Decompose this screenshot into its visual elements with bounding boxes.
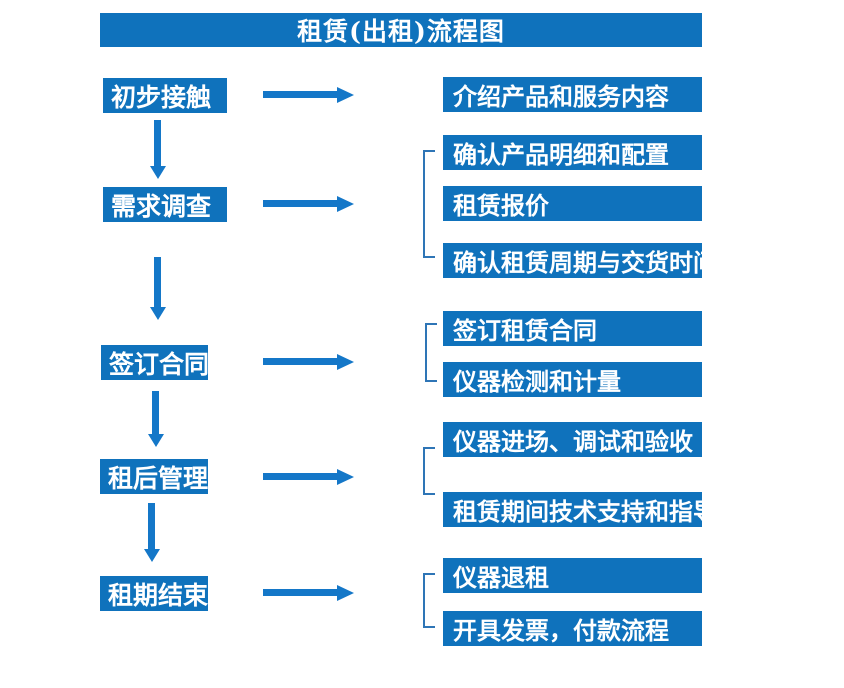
detail-box: 仪器退租	[443, 558, 702, 593]
group-bracket	[423, 447, 435, 495]
step-label: 需求调查	[111, 191, 212, 221]
arrow-shaft	[148, 503, 155, 551]
arrow-right-icon	[263, 87, 354, 103]
detail-box: 确认租赁周期与交货时间	[443, 243, 702, 278]
group-bracket	[425, 323, 437, 382]
arrow-right-icon	[263, 354, 354, 370]
arrow-down-icon	[150, 120, 166, 179]
detail-box: 开具发票，付款流程	[443, 611, 702, 646]
arrow-shaft	[263, 200, 338, 207]
page-title: 租赁(出租)流程图	[297, 17, 505, 46]
arrow-head	[337, 585, 354, 601]
arrow-head	[144, 549, 160, 562]
arrow-right-icon	[263, 196, 354, 212]
arrow-shaft	[152, 391, 159, 436]
step-box-sign-contract: 签订合同	[101, 345, 208, 380]
detail-box: 仪器检测和计量	[443, 362, 702, 397]
arrow-head	[337, 196, 354, 212]
detail-box: 确认产品明细和配置	[443, 135, 702, 170]
detail-label: 租赁期间技术支持和指导	[453, 497, 702, 526]
arrow-head	[150, 166, 166, 179]
arrow-down-icon	[150, 257, 166, 320]
group-bracket	[423, 573, 435, 628]
arrow-shaft	[263, 358, 338, 365]
arrow-head	[337, 87, 354, 103]
arrow-head	[337, 469, 354, 485]
arrow-shaft	[263, 473, 338, 480]
arrow-head	[150, 307, 166, 320]
arrow-shaft	[263, 589, 338, 596]
arrow-head	[337, 354, 354, 370]
title-bar: 租赁(出租)流程图	[100, 13, 702, 47]
step-label: 租期结束	[108, 580, 208, 610]
detail-label: 仪器退租	[453, 563, 549, 592]
detail-label: 仪器进场、调试和验收	[453, 427, 693, 456]
detail-label: 租赁报价	[453, 191, 549, 220]
arrow-right-icon	[263, 585, 354, 601]
step-box-initial-contact: 初步接触	[103, 78, 227, 113]
group-bracket	[423, 150, 435, 258]
detail-box: 仪器进场、调试和验收	[443, 422, 702, 457]
detail-label: 开具发票，付款流程	[453, 616, 669, 645]
arrow-shaft	[154, 120, 161, 168]
arrow-shaft	[154, 257, 161, 309]
detail-box: 租赁期间技术支持和指导	[443, 492, 702, 527]
step-box-demand-survey: 需求调查	[103, 187, 227, 222]
detail-label: 签订租赁合同	[453, 316, 597, 345]
detail-label: 确认租赁周期与交货时间	[453, 248, 702, 277]
detail-label: 仪器检测和计量	[453, 367, 621, 396]
detail-box: 介绍产品和服务内容	[443, 77, 702, 112]
arrow-head	[148, 434, 164, 447]
detail-label: 确认产品明细和配置	[453, 140, 669, 169]
arrow-down-icon	[144, 503, 160, 562]
arrow-shaft	[263, 91, 338, 98]
step-box-post-rental-management: 租后管理	[100, 459, 208, 494]
detail-box: 租赁报价	[443, 186, 702, 221]
arrow-right-icon	[263, 469, 354, 485]
detail-box: 签订租赁合同	[443, 311, 702, 346]
step-label: 租后管理	[108, 463, 208, 493]
detail-label: 介绍产品和服务内容	[453, 82, 669, 111]
step-label: 签订合同	[109, 349, 208, 379]
step-label: 初步接触	[111, 82, 212, 112]
arrow-down-icon	[148, 391, 164, 447]
step-box-rental-end: 租期结束	[100, 576, 208, 611]
